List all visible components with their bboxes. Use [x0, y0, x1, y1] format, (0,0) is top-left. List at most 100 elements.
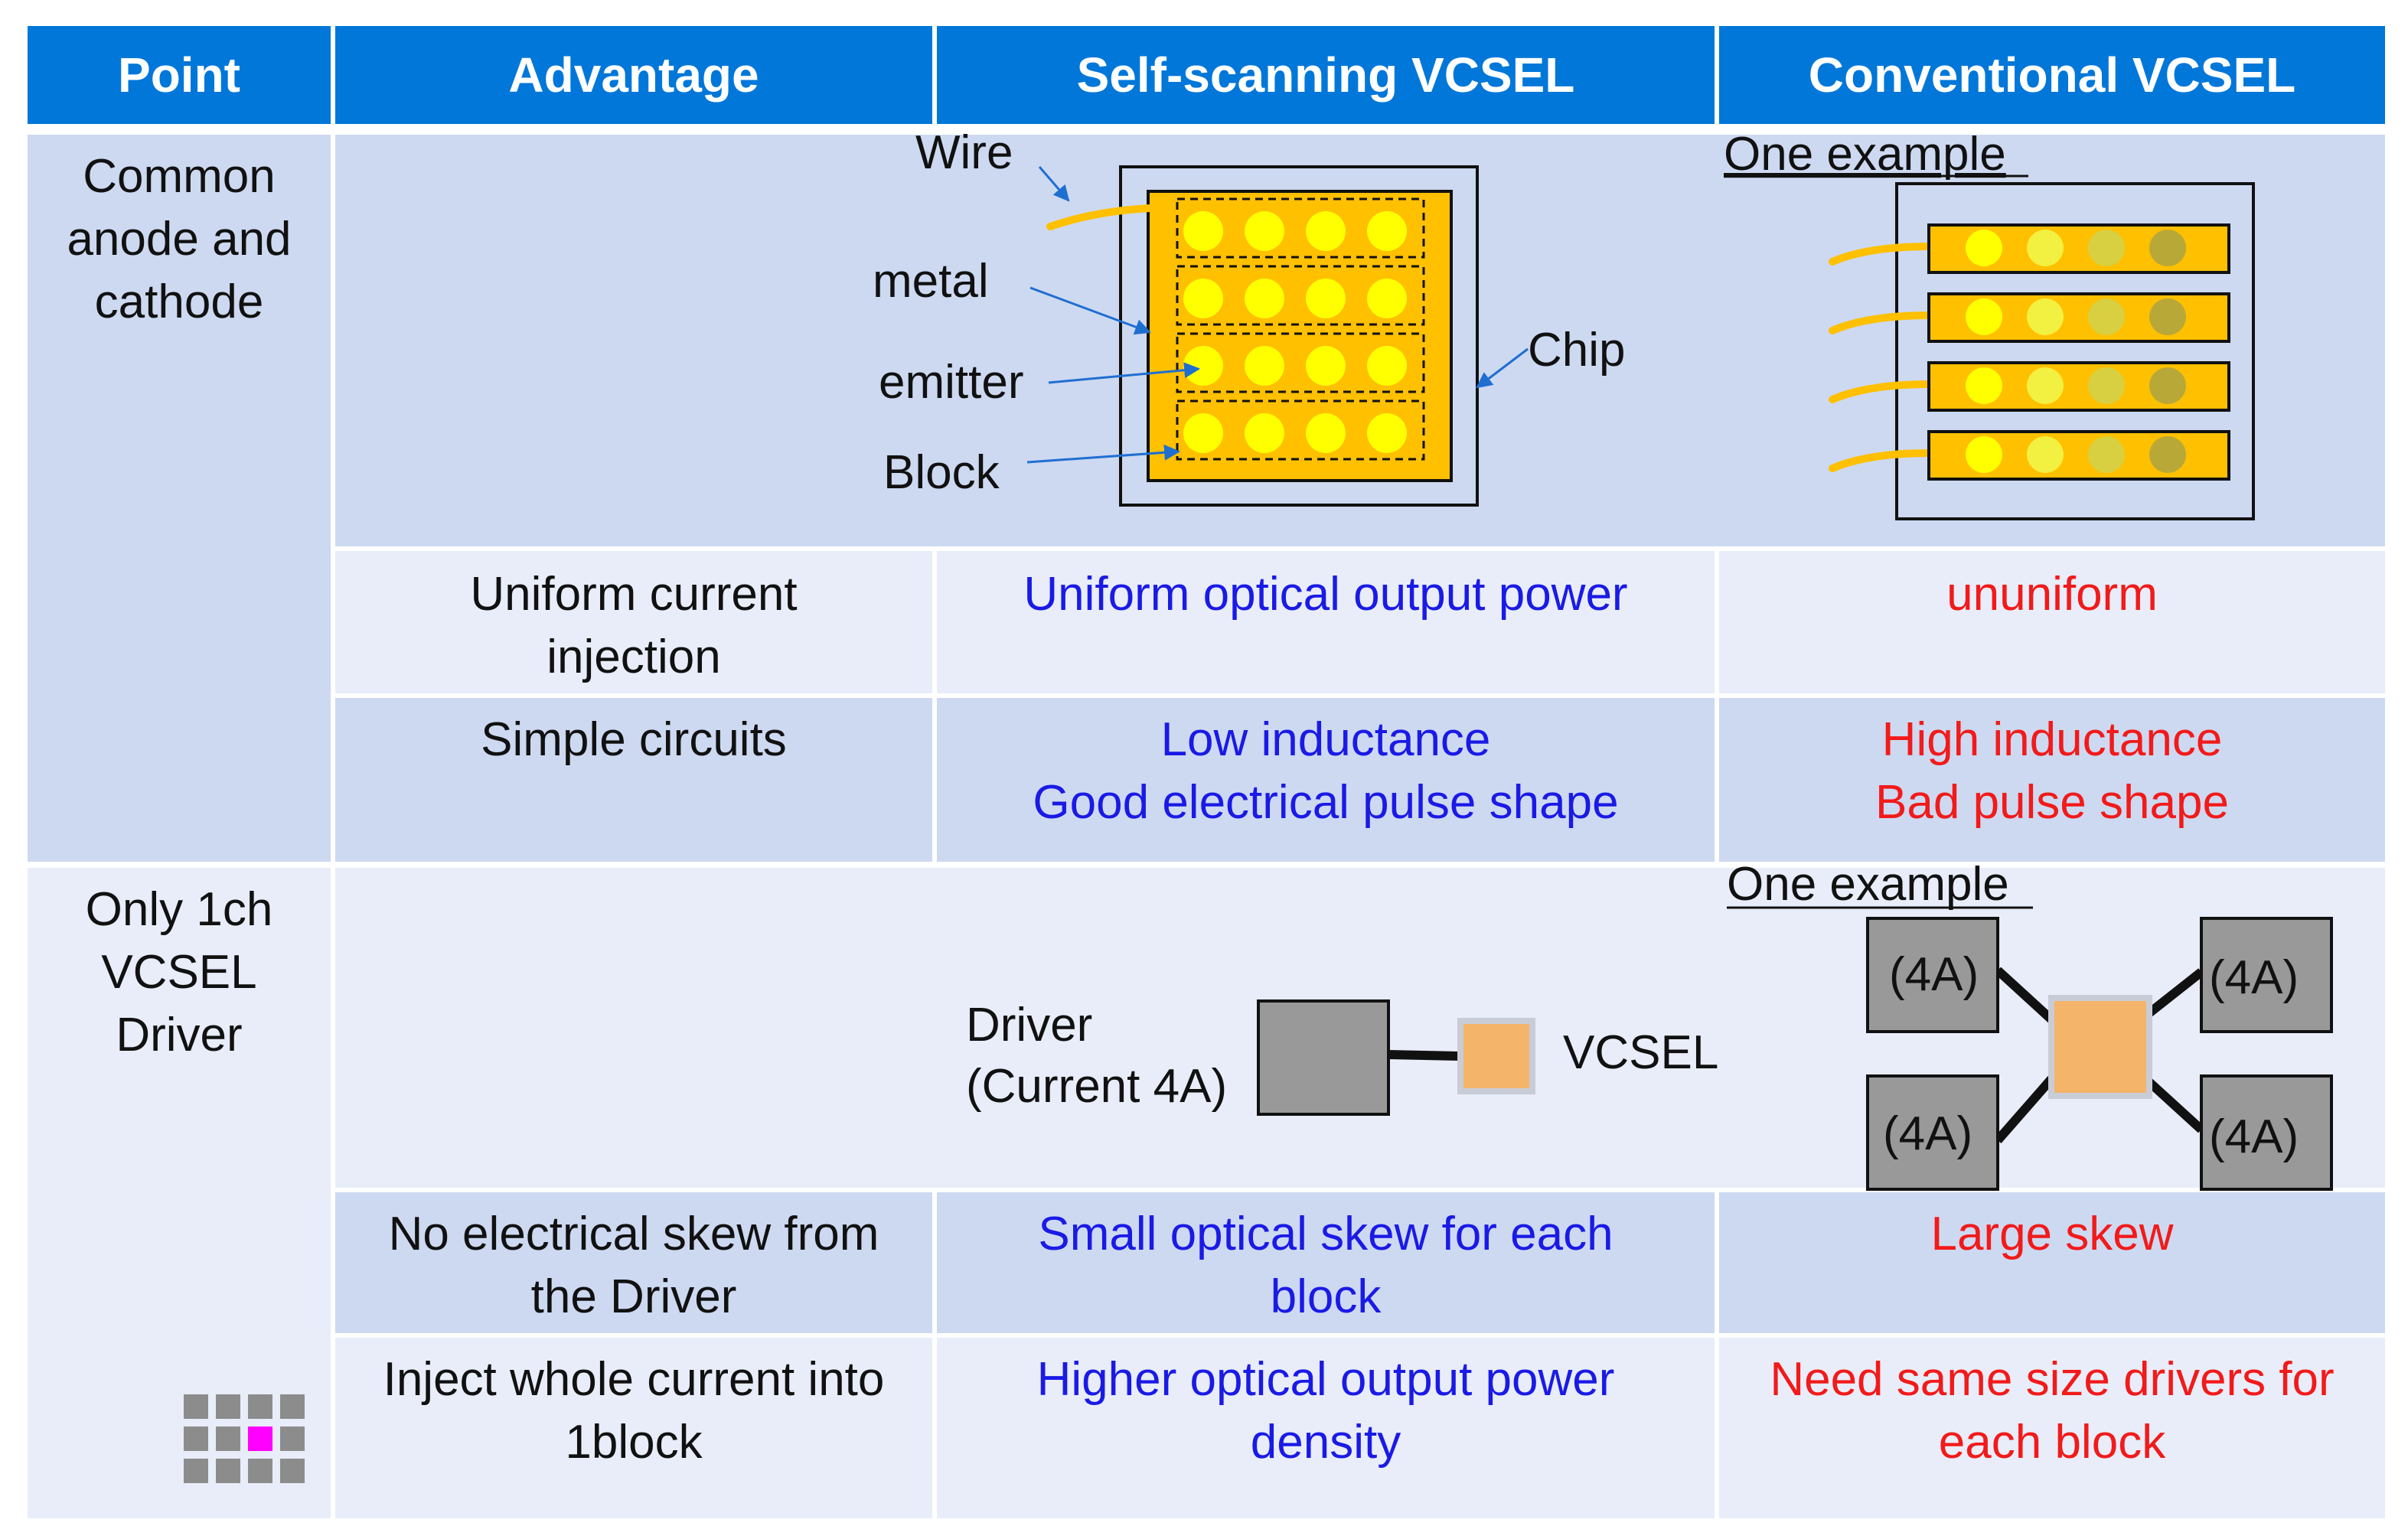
- conv-large-skew: Large skew: [1719, 1192, 2385, 1333]
- conv-vcsel-chip: [2048, 995, 2152, 1099]
- conv-wire-br: [2145, 1078, 2205, 1133]
- grid-block: [216, 1427, 240, 1451]
- grid-block: [184, 1394, 208, 1419]
- conv-emitter: [2088, 436, 2125, 473]
- emitter: [1245, 211, 1284, 251]
- conv-driver-tr: [2200, 917, 2333, 1033]
- grid-block: [280, 1394, 305, 1419]
- emitter: [1367, 413, 1407, 453]
- emitter: [1183, 346, 1223, 386]
- grid-block: [184, 1459, 208, 1483]
- grid-block: [248, 1394, 272, 1419]
- conv-current-tr: (4A): [2209, 951, 2299, 1004]
- vcsel-label: VCSEL: [1563, 1026, 1718, 1079]
- conv-ununiform: ununiform: [1719, 551, 2385, 693]
- header-point: Point: [28, 26, 331, 124]
- self-scanning-chip-diagram: [1046, 165, 1479, 507]
- emitter: [1306, 346, 1346, 386]
- driver-label-line1: Driver: [966, 999, 1092, 1052]
- header-conventional: Conventional VCSEL: [1719, 26, 2385, 124]
- advantage-inject-whole-current: Inject whole current into 1block: [335, 1338, 932, 1518]
- conv-current-br: (4A): [2209, 1110, 2299, 1163]
- emitter: [1245, 346, 1284, 386]
- conv-emitter: [2149, 298, 2186, 335]
- label-wire: Wire: [915, 126, 1013, 179]
- advantage-no-skew: No electrical skew from the Driver: [335, 1192, 932, 1333]
- emitter: [1306, 279, 1346, 318]
- driver-wire: [1388, 1050, 1461, 1061]
- emitter: [1306, 413, 1346, 453]
- header-advantage: Advantage: [335, 26, 932, 124]
- conv-wire: [1829, 449, 1934, 472]
- conv-emitter-rows: [1829, 223, 2230, 481]
- emitter: [1183, 279, 1223, 318]
- self-low-inductance: Low inductance Good electrical pulse sha…: [937, 698, 1715, 862]
- conv-emitter: [1966, 367, 2002, 404]
- emitter: [1245, 413, 1284, 453]
- emitter-blocks: [1176, 197, 1425, 461]
- emitter: [1245, 279, 1284, 318]
- advantage-simple-circuits: Simple circuits: [335, 698, 932, 862]
- label-emitter: emitter: [879, 356, 1023, 409]
- grid-block: [280, 1459, 305, 1483]
- conv-current-tl: (4A): [1889, 948, 1979, 1001]
- conv-high-inductance: High inductance Bad pulse shape: [1719, 698, 2385, 862]
- emitter-block: [1176, 332, 1425, 393]
- point-common-anode-cathode: Common anode and cathode: [28, 135, 331, 862]
- conv-driver-tl: [1866, 917, 1999, 1033]
- conv-emitter: [2149, 436, 2186, 473]
- conv-emitter: [2149, 367, 2186, 404]
- conv-emitter: [2027, 367, 2064, 404]
- emitter: [1367, 211, 1407, 251]
- caption-one-example-2: One example: [1727, 858, 2009, 911]
- emitter-block: [1176, 399, 1425, 461]
- grid-block: [248, 1459, 272, 1483]
- conv-chip-outline: [1895, 182, 2255, 520]
- emitter-block: [1176, 197, 1425, 259]
- conv-same-size-drivers: Need same size drivers for each block: [1719, 1338, 2385, 1518]
- label-chip: Chip: [1528, 324, 1626, 377]
- conv-wire-tl: [1994, 967, 2055, 1023]
- emitter: [1367, 279, 1407, 318]
- label-block: Block: [883, 446, 1000, 499]
- chip-outline: [1119, 165, 1479, 507]
- conv-emitter: [2027, 436, 2064, 473]
- grid-block-active: [248, 1427, 272, 1451]
- grid-block: [216, 1394, 240, 1419]
- wire-bond: [1046, 204, 1153, 230]
- vcsel-chip: [1457, 1018, 1535, 1094]
- conv-emitter: [2088, 298, 2125, 335]
- block-grid-icon: [184, 1394, 305, 1483]
- label-metal: metal: [873, 255, 989, 308]
- conv-wire: [1829, 311, 1934, 334]
- arrow-emitter: [1048, 362, 1201, 384]
- emitter: [1367, 346, 1407, 386]
- conv-wire-bl: [1994, 1076, 2055, 1143]
- conv-driver-br: [2200, 1074, 2333, 1191]
- conv-driver-bl: [1866, 1074, 1999, 1191]
- arrow-wire: [1038, 166, 1070, 202]
- grid-block: [280, 1427, 305, 1451]
- conv-emitter: [2088, 367, 2125, 404]
- conv-emitter: [2027, 298, 2064, 335]
- conv-emitter: [2027, 230, 2064, 266]
- conv-wire-tr: [2140, 968, 2204, 1022]
- grid-block: [216, 1459, 240, 1483]
- emitter-block: [1176, 265, 1425, 326]
- arrow-block: [1026, 444, 1181, 464]
- arrow-metal: [1029, 286, 1151, 335]
- self-higher-density: Higher optical output power density: [937, 1338, 1715, 1518]
- advantage-uniform-current: Uniform current injection: [335, 551, 932, 693]
- emitter: [1183, 211, 1223, 251]
- self-small-skew: Small optical skew for each block: [937, 1192, 1715, 1333]
- conv-emitter: [2088, 230, 2125, 266]
- conv-wire: [1829, 380, 1934, 403]
- arrow-chip: [1476, 347, 1529, 389]
- conv-emitter: [1966, 436, 2002, 473]
- conv-emitter: [1966, 230, 2002, 266]
- caption-one-example-1: One example: [1724, 128, 2006, 181]
- conv-emitter: [2149, 230, 2186, 266]
- conv-current-bl: (4A): [1883, 1107, 1972, 1160]
- driver-label-line2: (Current 4A): [966, 1060, 1227, 1113]
